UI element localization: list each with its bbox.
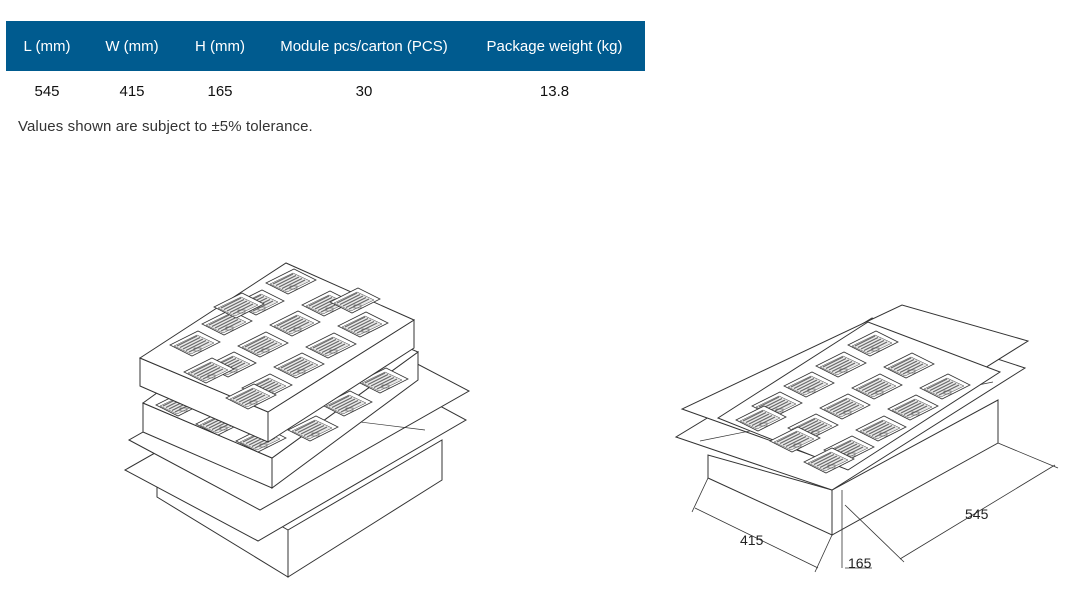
- spec-value-row: 545 415 165 30 13.8: [6, 71, 645, 111]
- value-length: 545: [34, 82, 60, 100]
- header-height: H (mm): [176, 21, 264, 71]
- header-pcs-per-carton: Module pcs/carton (PCS): [264, 21, 464, 71]
- packaging-spec-table: L (mm) W (mm) H (mm) Module pcs/carton (…: [6, 21, 645, 111]
- header-length: L (mm): [6, 21, 88, 71]
- value-package-weight: 13.8: [539, 82, 570, 100]
- exploded-carton-view: [123, 262, 471, 578]
- value-pcs-per-carton: 30: [355, 82, 373, 100]
- width-dimension-label: 415: [740, 532, 764, 548]
- value-height: 165: [207, 82, 233, 100]
- dimensioned-carton-view: [674, 304, 1059, 573]
- height-dimension-label: 165: [848, 555, 872, 571]
- length-dimension-label: 545: [965, 506, 989, 522]
- header-package-weight: Package weight (kg): [464, 21, 645, 71]
- dimension-lines: [691, 442, 1059, 573]
- upper-tray: [138, 262, 416, 443]
- value-width: 415: [119, 82, 145, 100]
- spec-header-row: L (mm) W (mm) H (mm) Module pcs/carton (…: [6, 21, 645, 71]
- header-width: W (mm): [88, 21, 176, 71]
- tolerance-note: Values shown are subject to ±5% toleranc…: [18, 118, 313, 135]
